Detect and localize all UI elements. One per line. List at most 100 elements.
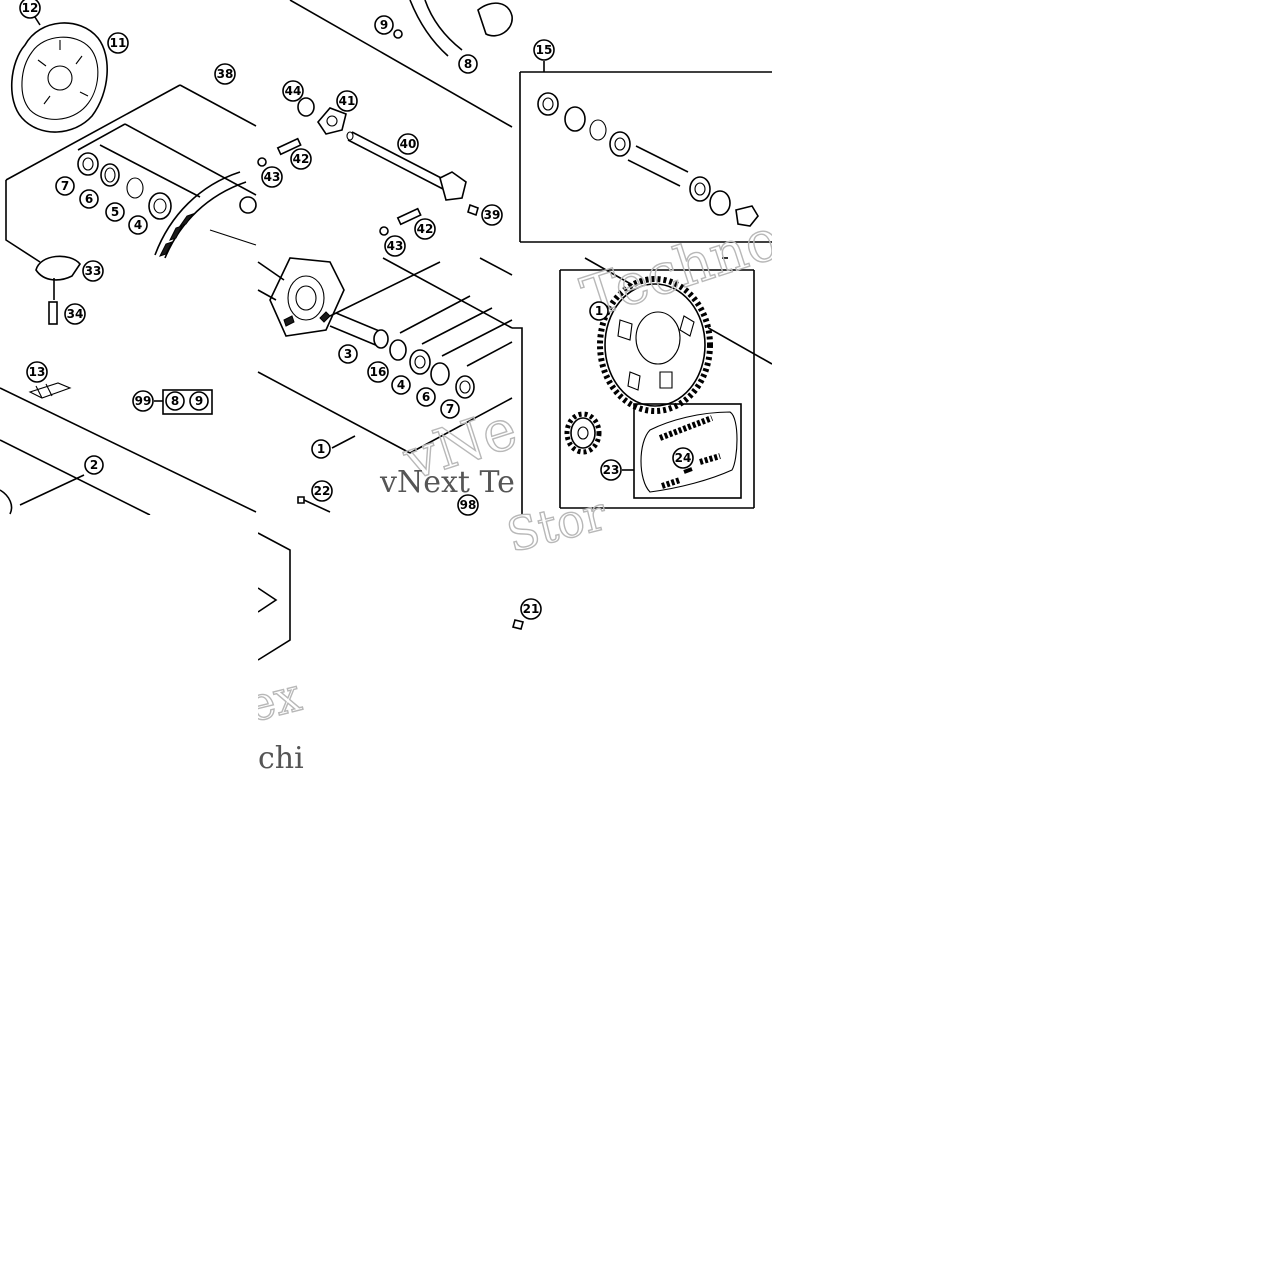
callout-number: 42 [293,152,310,166]
callout-number: 3 [344,347,352,361]
part-callout-6: 6 [416,387,436,407]
callout-ring [82,260,104,282]
part-callout-3: 3 [338,344,358,364]
callout-number: 6 [85,192,93,206]
part-callout-41: 41 [336,90,358,112]
rear-axle [346,131,467,201]
part-callout-22: 22 [311,480,333,502]
callout-number: 7 [61,179,69,193]
callout-number: 33 [85,264,102,278]
part-callout-24: 24 [672,447,694,469]
callout-number: 23 [603,463,620,477]
callout-number: 8 [464,57,472,71]
part-callout-8: 8 [458,54,478,74]
callout-ring [105,202,125,222]
callout-number: 41 [339,94,356,108]
callout-ring [520,598,542,620]
callout-ring [414,218,436,240]
part-callout-1: 1 [311,439,331,459]
callout-ring [384,235,406,257]
callout-number: 38 [217,67,234,81]
callout-ring [132,390,154,412]
callout-number: 40 [400,137,417,151]
part-callout-43: 43 [384,235,406,257]
callout-number: 43 [264,170,281,184]
callout-ring [481,204,503,226]
callout-ring [55,176,75,196]
part-callout-99: 99 [132,390,154,412]
part-callout-43: 43 [261,166,283,188]
callout-ring [457,494,479,516]
callout-ring [19,0,41,19]
kit-label-8: 8 [171,394,179,408]
callout-number: 16 [370,365,387,379]
part-callout-7: 7 [55,176,75,196]
part-callout-1: 1 [589,301,609,321]
callout-ring [311,480,333,502]
callout-ring [416,387,436,407]
part-callout-98: 98 [457,494,479,516]
callout-number: 6 [422,390,430,404]
front-bearing-set [77,152,172,220]
callout-ring [367,361,389,383]
part-callout-7: 7 [440,399,460,419]
watermark-chi: chi [258,741,304,776]
callout-ring [64,303,86,325]
callout-ring [26,361,48,383]
lower-area [257,532,524,661]
brake-disc-drawing [11,13,108,133]
chain [658,415,721,489]
kit-box: 8 9 [154,389,213,415]
part-callout-34: 34 [64,303,86,325]
callout-ring [214,63,236,85]
callout-number: 24 [675,451,692,465]
front-rim-segment [154,171,257,259]
part-callout-11: 11 [107,32,129,54]
callout-number: 99 [135,394,152,408]
sprocket-chain-box [559,257,773,509]
callout-number: 11 [110,36,127,50]
part-callout-5: 5 [105,202,125,222]
callout-ring [391,375,411,395]
front-sprocket [564,411,602,455]
rear-axle-panel [257,0,523,515]
callout-ring [261,166,283,188]
callout-ring [440,399,460,419]
callout-ring [458,54,478,74]
callout-ring [397,133,419,155]
callout-number: 1 [317,442,325,456]
callout-number: 39 [484,208,501,222]
callout-ring [374,15,394,35]
callout-number: 2 [90,458,98,472]
callout-number: 44 [285,84,302,98]
callout-ring [336,90,358,112]
callout-number: 13 [29,365,46,379]
part-callout-4: 4 [391,375,411,395]
callout-ring [128,215,148,235]
callout-number: 43 [387,239,404,253]
spacer-kit-box [519,61,772,243]
callout-ring [107,32,129,54]
callout-ring [589,301,609,321]
part-callout-21: 21 [520,598,542,620]
callout-number: 34 [67,307,84,321]
front-wheel-panel: 8 9 [0,13,257,516]
callout-number: 22 [314,484,331,498]
rear-hub-drawing [257,257,345,337]
part-callout-16: 16 [367,361,389,383]
callout-number: 21 [523,602,540,616]
callout-ring [533,39,555,61]
part-callout-42: 42 [414,218,436,240]
callout-number: 5 [111,205,119,219]
callout-ring [282,80,304,102]
part-callouts: 1211389815444140424339424376543334316467… [19,0,694,620]
callout-number: 12 [22,1,39,15]
puller-tool [35,255,81,325]
part-callout-4: 4 [128,215,148,235]
part-callout-38: 38 [214,63,236,85]
callout-number: 7 [446,402,454,416]
callout-number: 9 [380,18,388,32]
callout-ring [84,455,104,475]
callout-number: 4 [134,218,142,232]
